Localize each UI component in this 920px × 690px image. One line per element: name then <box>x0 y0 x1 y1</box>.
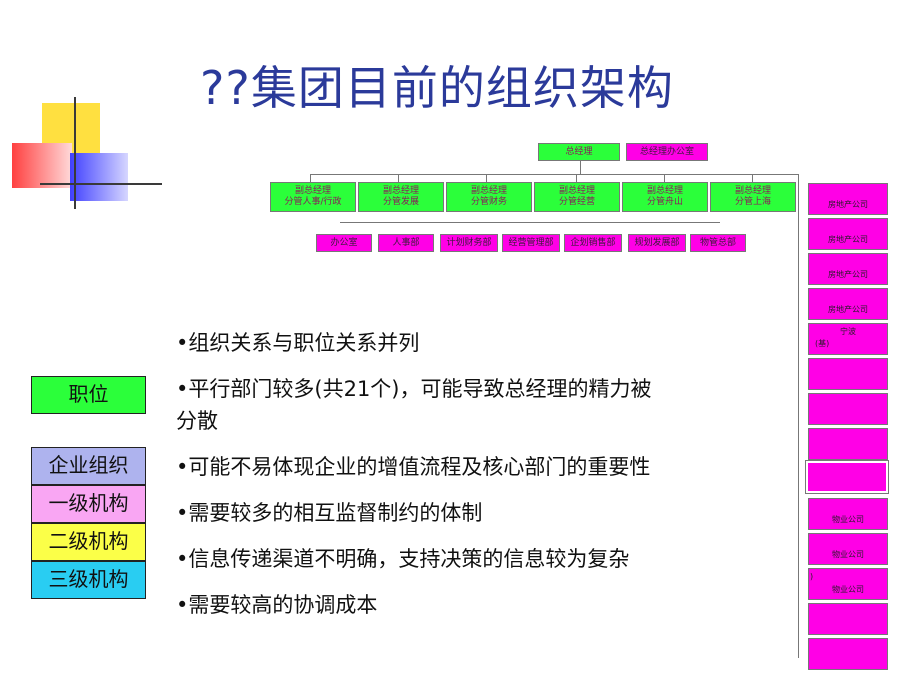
deco-horizontal-line <box>40 183 162 185</box>
vp-box-6: 副总经理分管上海 <box>710 182 796 212</box>
deco-vertical-line <box>74 97 76 209</box>
vp-scope: 分管发展 <box>382 197 419 207</box>
vp-scope: 分管经营 <box>558 197 595 207</box>
dept-box-3: 计划财务部 <box>440 234 498 252</box>
subsidiary-box-8 <box>808 428 888 460</box>
legend-level-3: 三级机构 <box>31 561 146 599</box>
dept-label: 经营管理部 <box>508 238 554 248</box>
general-manager-box: 总经理 <box>538 143 620 161</box>
connector <box>664 174 665 183</box>
connector <box>798 174 799 658</box>
subsidiary-box-11: 物业公司 <box>808 533 888 565</box>
vp-box-2: 副总经理分管发展 <box>358 182 444 212</box>
subsidiary-box-7 <box>808 393 888 425</box>
connector <box>576 174 577 183</box>
vp-scope: 分管舟山 <box>646 197 683 207</box>
subsidiary-label: 房地产公司 <box>828 270 868 279</box>
subsidiary-label: 物业公司 <box>832 515 864 524</box>
dept-label: 企划销售部 <box>570 238 616 248</box>
subsidiary-label: 房地产公司 <box>828 305 868 314</box>
dept-label: 规划发展部 <box>634 238 680 248</box>
bullet-item: •平行部门较多(共21个)，可能导致总经理的精力被 <box>176 377 652 401</box>
dept-box-5: 企划销售部 <box>564 234 622 252</box>
subsidiary-box-4: 房地产公司 <box>808 288 888 320</box>
gm-office-box: 总经理办公室 <box>626 143 708 161</box>
vp-box-4: 副总经理分管经营 <box>534 182 620 212</box>
subsidiary-box-6 <box>808 358 888 390</box>
bullet-item: 分散 <box>176 409 218 433</box>
general-manager-label: 总经理 <box>565 147 593 157</box>
dept-label: 计划财务部 <box>446 238 492 248</box>
vp-title: 副总经理 <box>382 186 419 196</box>
subsidiary-box-13 <box>808 603 888 635</box>
dept-label: 人事部 <box>392 238 420 248</box>
legend-level-1: 一级机构 <box>31 485 146 523</box>
dept-label: 物管总部 <box>699 238 736 248</box>
vp-box-5: 副总经理分管舟山 <box>622 182 708 212</box>
vp-title: 副总经理 <box>470 186 507 196</box>
legend-level-2: 二级机构 <box>31 523 146 561</box>
connector <box>752 174 753 183</box>
vp-title: 副总经理 <box>558 186 595 196</box>
subsidiary-box-1: 房地产公司 <box>808 183 888 215</box>
dept-box-4: 经营管理部 <box>502 234 560 252</box>
subsidiary-box-5: 宁波 (基) <box>808 323 888 355</box>
bullet-item: •可能不易体现企业的增值流程及核心部门的重要性 <box>176 455 651 479</box>
page-title: ??集团目前的组织架构 <box>200 61 674 115</box>
bullet-item: •需要较多的相互监督制约的体制 <box>176 501 483 525</box>
subsidiary-box-14 <box>808 638 888 670</box>
connector <box>310 174 311 183</box>
vp-scope: 分管上海 <box>734 197 771 207</box>
dept-label: 办公室 <box>330 238 358 248</box>
connector <box>310 174 798 175</box>
subsidiary-extra: (基) <box>815 339 830 348</box>
red-square <box>12 143 72 188</box>
legend-enterprise-org: 企业组织 <box>31 447 146 485</box>
subsidiary-label: 宁波 <box>840 327 856 336</box>
subsidiary-label: 房地产公司 <box>828 200 868 209</box>
blue-square <box>70 153 128 201</box>
subsidiary-box-3: 房地产公司 <box>808 253 888 285</box>
subsidiary-box-9 <box>805 460 889 494</box>
vp-scope: 分管财务 <box>470 197 507 207</box>
gm-office-label: 总经理办公室 <box>639 147 694 157</box>
bullet-item: •需要较高的协调成本 <box>176 593 378 617</box>
bullet-item: •组织关系与职位关系并列 <box>176 331 420 355</box>
subsidiary-label: 物业公司 <box>832 550 864 559</box>
legend-position: 职位 <box>31 376 146 414</box>
stray-paren: ) <box>810 572 814 581</box>
vp-title: 副总经理 <box>646 186 683 196</box>
vp-title: 副总经理 <box>734 186 771 196</box>
dept-box-6: 规划发展部 <box>628 234 686 252</box>
connector <box>486 174 487 183</box>
vp-box-1: 副总经理分管人事/行政 <box>270 182 356 212</box>
bullet-item: •信息传递渠道不明确，支持决策的信息较为复杂 <box>176 547 630 571</box>
subsidiary-label: 物业公司 <box>832 585 864 594</box>
dept-box-2: 人事部 <box>378 234 434 252</box>
dept-box-1: 办公室 <box>316 234 372 252</box>
vp-title: 副总经理 <box>294 186 331 196</box>
vp-scope: 分管人事/行政 <box>284 197 342 207</box>
subsidiary-box-10: 物业公司 <box>808 498 888 530</box>
connector <box>340 222 720 223</box>
dept-box-7: 物管总部 <box>690 234 746 252</box>
subsidiary-box-12: 物业公司 <box>808 568 888 600</box>
subsidiary-label: 房地产公司 <box>828 235 868 244</box>
vp-box-3: 副总经理分管财务 <box>446 182 532 212</box>
connector <box>580 160 581 174</box>
subsidiary-box-2: 房地产公司 <box>808 218 888 250</box>
connector <box>398 174 399 183</box>
